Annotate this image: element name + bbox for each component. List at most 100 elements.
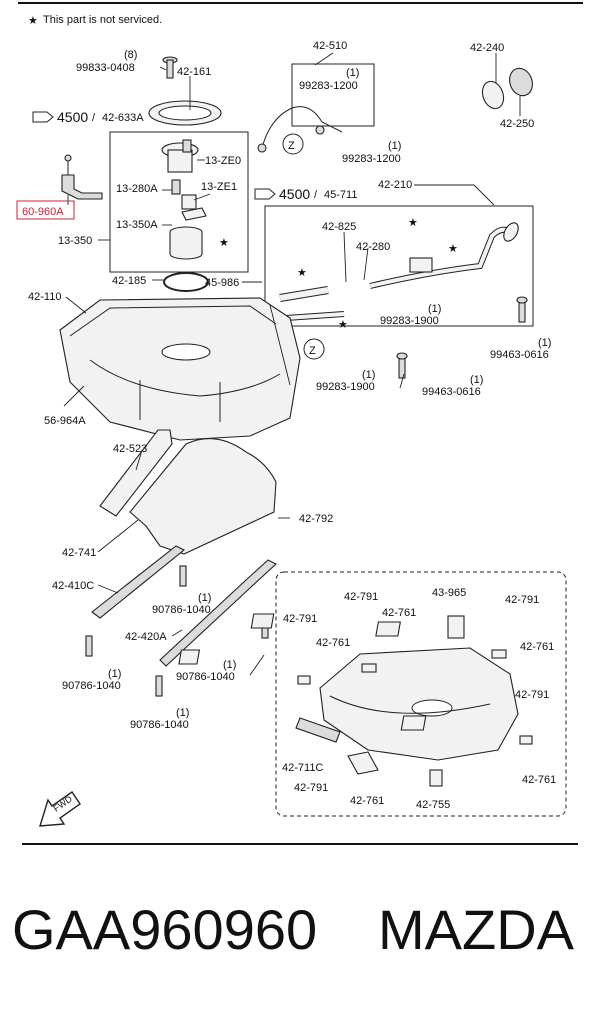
label-90786-1040-a: 90786-1040: [152, 604, 211, 616]
strainer-13-350A: [169, 226, 203, 260]
slash-a: /: [92, 112, 96, 124]
label-90786-1040-c-qty: (1): [108, 668, 121, 680]
filler-ring-42-250: [509, 67, 533, 97]
sender-unit-60-960A: [61, 154, 103, 200]
label-99833-qty: (8): [124, 49, 137, 61]
pump-module-13-ZE0: [161, 139, 199, 173]
label-42-792: 42-792: [299, 513, 333, 525]
footer-rule: [22, 843, 578, 845]
bolt-99463-a: [516, 296, 528, 323]
label-42-250: 42-250: [500, 118, 534, 130]
brand-caption: MAZDA: [378, 898, 574, 961]
label-4500-a: 4500: [57, 109, 88, 125]
label-99283-1200-b-qty: (1): [388, 140, 401, 152]
clip-99283-1200: [257, 143, 267, 153]
vent-hose-42-510: [261, 106, 343, 149]
label-99283-1900-d-qty: (1): [362, 369, 375, 381]
label-detail-42-711C: 42-711C: [282, 762, 323, 774]
filler-pipe-box: [264, 205, 534, 327]
hose-42-825: [279, 286, 329, 302]
notice-text: This part is not serviced.: [43, 14, 162, 26]
label-90786-1040-d: 90786-1040: [130, 719, 189, 731]
ref-arrow-4500-a: [32, 111, 54, 123]
label-99283-1200-a: 99283-1200: [299, 80, 358, 92]
highlight-box-60-960A[interactable]: [16, 200, 75, 220]
label-detail-42-761-e: 42-761: [522, 774, 556, 786]
retaining-ring-42-161: [148, 100, 222, 126]
label-90786-1040-d-qty: (1): [176, 707, 189, 719]
label-90786-1040-c: 90786-1040: [62, 680, 121, 692]
label-99283-1900-d: 99283-1900: [316, 381, 375, 393]
star-filler-c: ★: [297, 267, 307, 279]
box-42-280: [409, 257, 433, 273]
star-13-350A: ★: [219, 237, 229, 249]
label-detail-42-755: 42-755: [416, 799, 450, 811]
label-detail-42-761-b: 42-761: [316, 637, 350, 649]
label-detail-42-761-c: 42-761: [520, 641, 554, 653]
label-99833-0408: 99833-0408: [76, 62, 135, 74]
label-42-510: 42-510: [313, 40, 347, 52]
label-99283-1200-a-qty: (1): [346, 67, 359, 79]
label-13-ZE0: 13-ZE0: [205, 155, 241, 167]
label-detail-42-791-b: 42-791: [505, 594, 539, 606]
label-42-280: 42-280: [356, 241, 390, 253]
gasket-42-185: [163, 272, 209, 292]
label-90786-1040-a-qty: (1): [198, 592, 211, 604]
label-99463-0616-a-qty: (1): [538, 337, 551, 349]
detail-pads: [178, 613, 533, 787]
label-42-240: 42-240: [470, 42, 504, 54]
label-detail-42-761-d: 42-761: [350, 795, 384, 807]
label-42-633A: 42-633A: [102, 112, 144, 124]
label-13-280A: 13-280A: [116, 183, 158, 195]
label-4500-b: 4500: [279, 186, 310, 202]
label-99283-1900-c-qty: (1): [428, 303, 441, 315]
heat-shield-42-792: [129, 438, 277, 555]
label-42-161: 42-161: [177, 66, 211, 78]
label-42-110: 42-110: [28, 291, 61, 303]
filler-cap-42-240: [481, 80, 505, 110]
label-45-986: 45-986: [205, 277, 239, 289]
label-42-741: 42-741: [62, 547, 96, 559]
star-filler-d: ★: [338, 319, 348, 331]
label-42-210: 42-210: [378, 179, 412, 191]
connector-z-lower: Z: [303, 338, 325, 360]
label-45-711: 45-711: [324, 189, 357, 201]
label-42-420A: 42-420A: [125, 631, 167, 643]
heat-shield-42-523: [99, 429, 173, 517]
z-label-lower: Z: [309, 345, 316, 357]
label-13-350: 13-350: [58, 235, 92, 247]
detail-box: [275, 571, 567, 817]
clip-99283-1200-b: [315, 125, 325, 135]
notice-star: ★: [28, 15, 38, 27]
star-filler-a: ★: [408, 217, 418, 229]
vent-hose-box: [291, 63, 375, 127]
connector-z-upper: Z: [282, 133, 304, 155]
bolt-90786-a: [179, 565, 187, 587]
label-99463-0616-b: 99463-0616: [422, 386, 481, 398]
label-detail-42-791-e: 42-791: [294, 782, 328, 794]
label-60-960A[interactable]: 60-960A: [22, 206, 64, 218]
bolt-90786-c: [85, 635, 93, 657]
label-90786-1040-b-qty: (1): [223, 659, 236, 671]
label-42-185: 42-185: [112, 275, 146, 287]
star-filler-b: ★: [448, 243, 458, 255]
label-detail-42-791-c: 42-791: [283, 613, 317, 625]
caption: GAA960960 MAZDA: [0, 890, 600, 970]
bolt-90786-d: [155, 675, 163, 697]
strap-42-420A: [159, 559, 277, 667]
label-13-ZE1: 13-ZE1: [201, 181, 237, 193]
fuel-tank-exploded-diagram: ★ This part is not serviced.: [16, 14, 567, 827]
label-42-410C: 42-410C: [52, 580, 94, 592]
slash-b: /: [314, 189, 318, 201]
bolt-99833: [162, 56, 178, 79]
pump-module-box: [109, 131, 249, 273]
label-90786-1040-b: 90786-1040: [176, 671, 235, 683]
label-99283-1900-c: 99283-1900: [380, 315, 439, 327]
z-label-upper: Z: [288, 140, 295, 152]
detail-tank: [319, 647, 519, 761]
forward-arrow-icon: FWD: [39, 791, 81, 827]
filler-pipe-42-210: [369, 222, 519, 289]
fuel-tank-42-110: [59, 297, 301, 441]
label-detail-42-791-d: 42-791: [515, 689, 549, 701]
hose-lower: [285, 311, 345, 321]
